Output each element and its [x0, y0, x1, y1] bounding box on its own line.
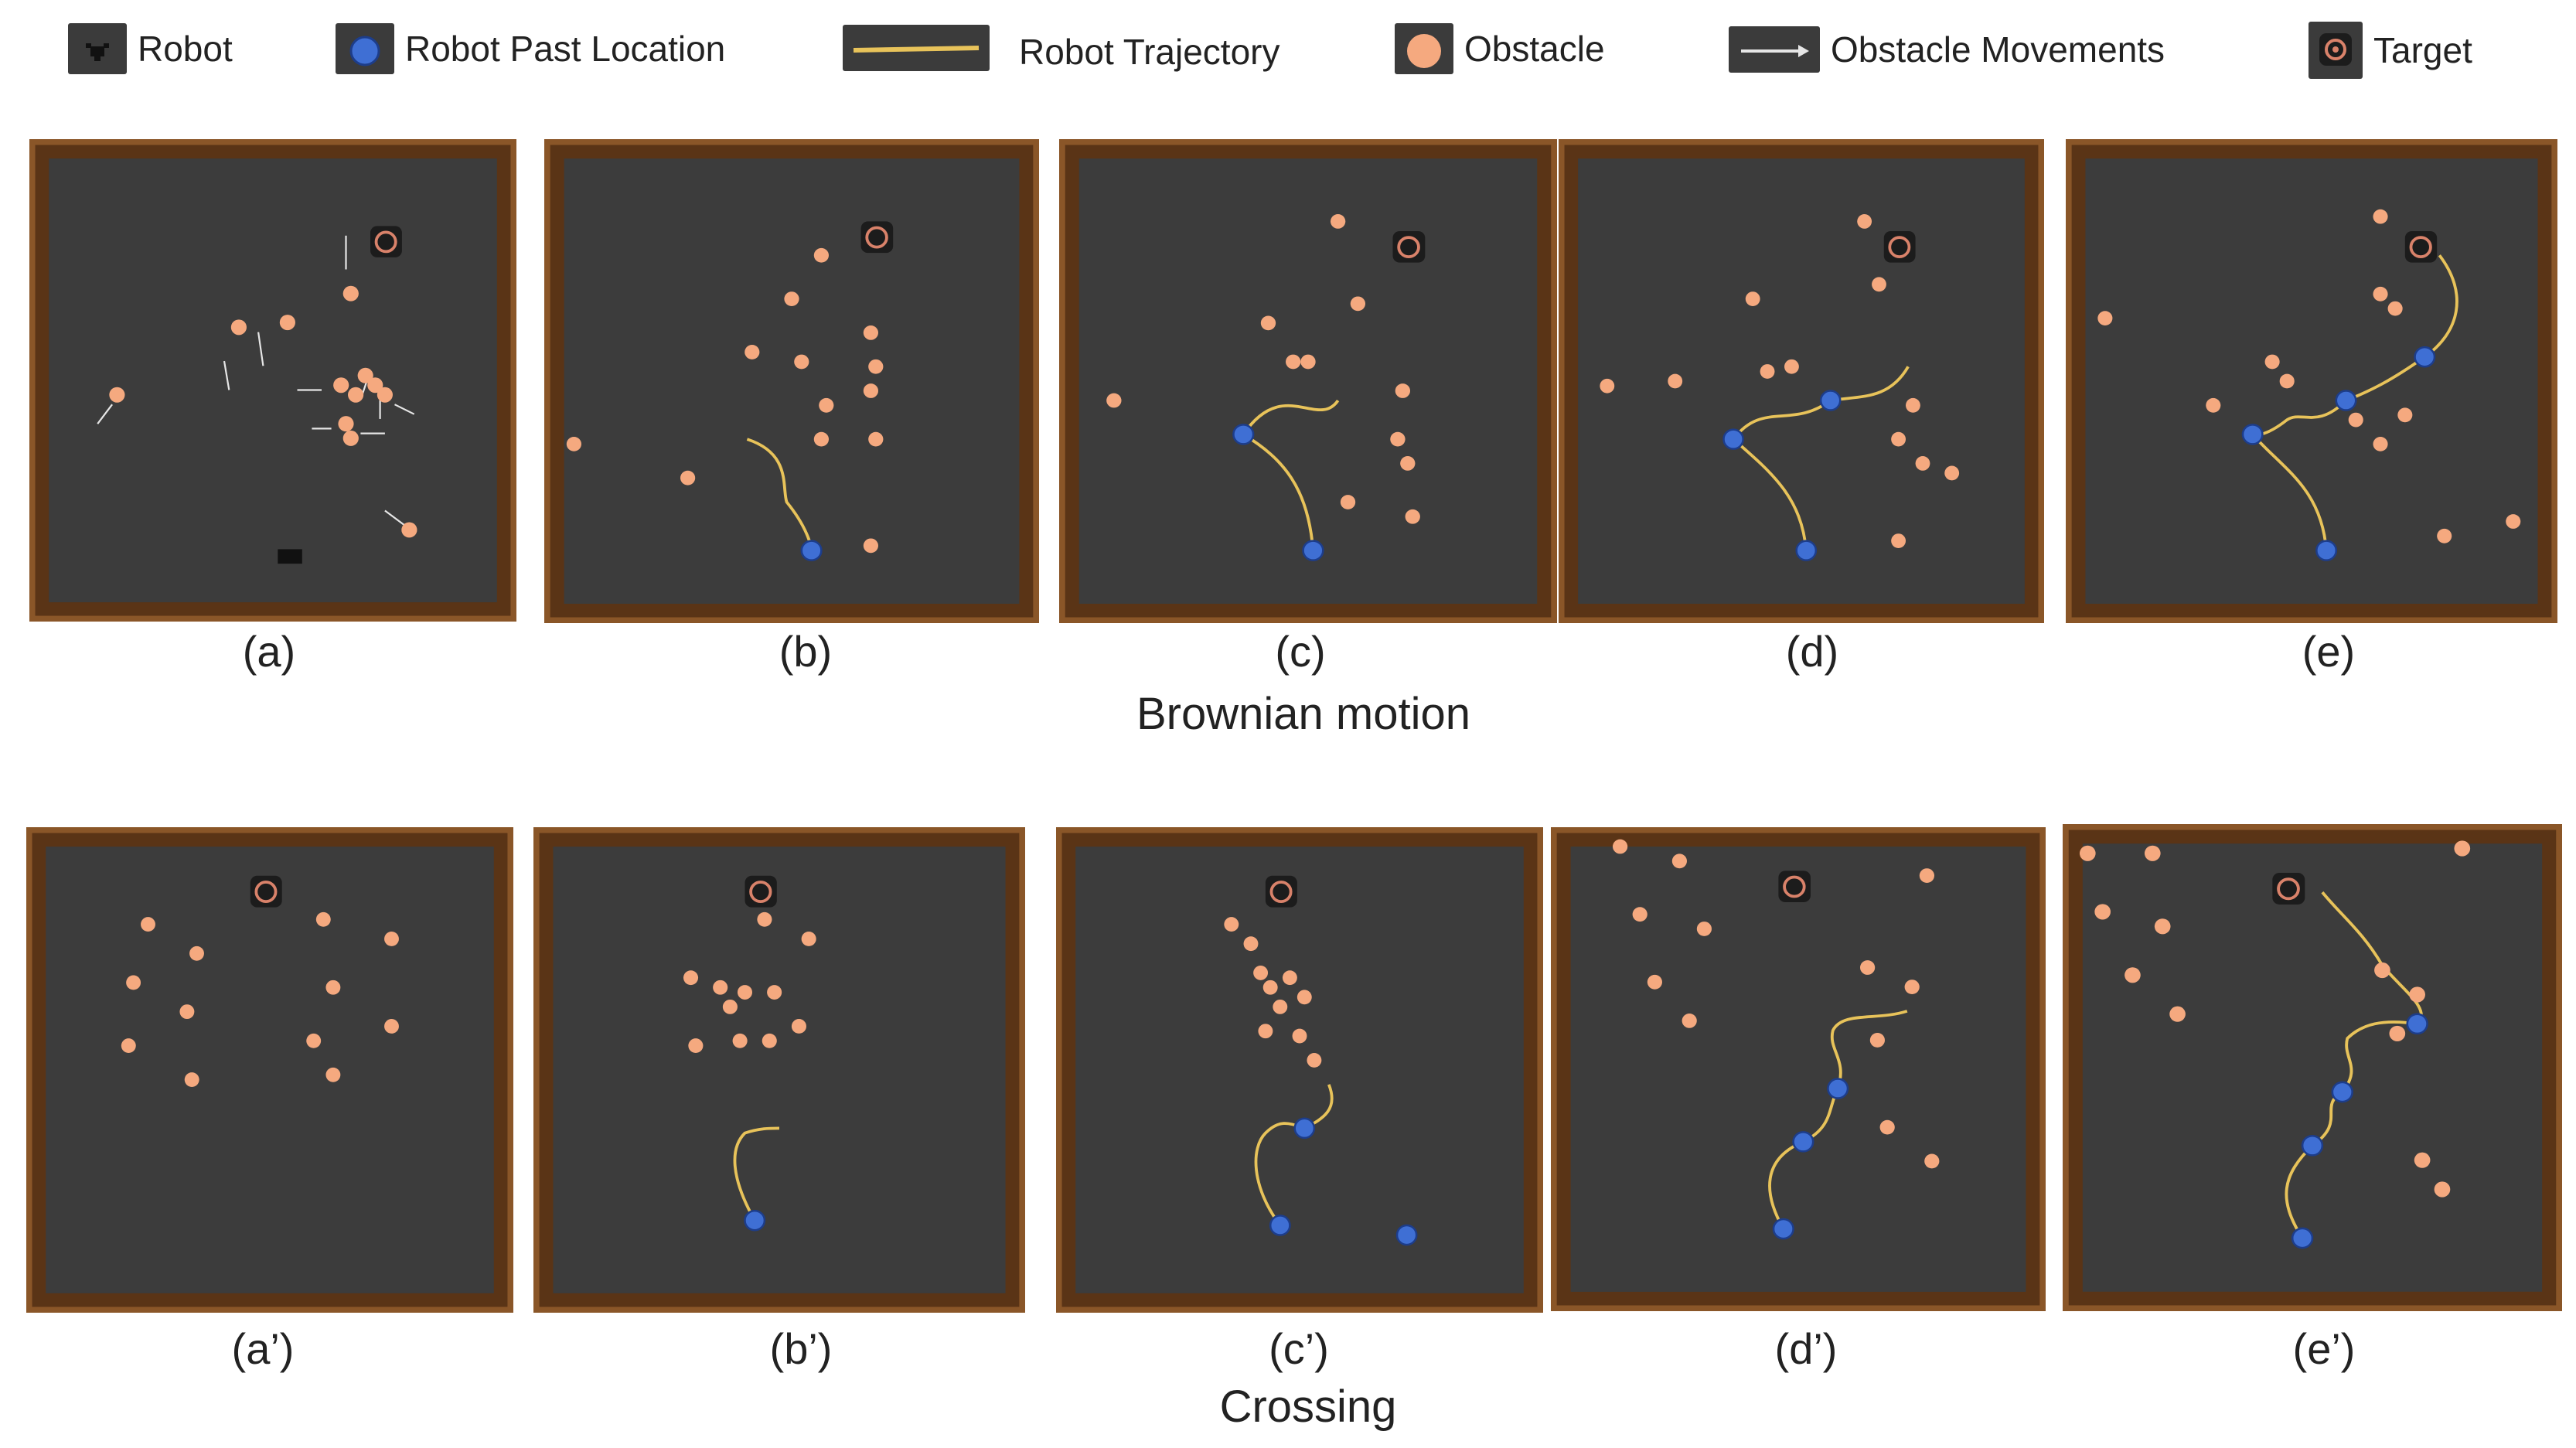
legend-movements: Obstacle Movements: [1729, 26, 2165, 73]
legend-past-location-label: Robot Past Location: [405, 29, 726, 69]
row-title-brownian: Brownian motion: [1136, 689, 1470, 739]
panel-b: [544, 139, 1039, 623]
caption-b-prime: (b’): [769, 1324, 833, 1373]
caption-e-prime: (e’): [2292, 1324, 2356, 1373]
panel-c-prime: [1056, 827, 1543, 1313]
legend-movements-label: Obstacle Movements: [1831, 29, 2165, 70]
panel-d: [1559, 139, 2044, 623]
caption-c: (c): [1275, 627, 1326, 676]
obstacle-icon: [1395, 23, 1453, 74]
legend-target: Target: [2309, 22, 2472, 79]
legend-robot: Robot: [68, 23, 233, 74]
arrow-icon: [1729, 26, 1820, 73]
panel-c: [1059, 139, 1557, 623]
caption-d: (d): [1785, 627, 1839, 676]
past-location-icon: [336, 23, 394, 74]
caption-a: (a): [242, 627, 296, 676]
caption-b: (b): [779, 627, 833, 676]
legend-trajectory: Robot Trajectory: [843, 23, 1279, 73]
legend-past-location: Robot Past Location: [336, 23, 725, 74]
robot-icon: [68, 23, 127, 74]
caption-e: (e): [2302, 627, 2356, 676]
caption-a-prime: (a’): [231, 1324, 295, 1373]
panel-a: [29, 139, 516, 622]
legend-obstacle: Obstacle: [1395, 23, 1605, 74]
caption-d-prime: (d’): [1774, 1324, 1838, 1373]
legend-trajectory-label: Robot Trajectory: [1019, 32, 1280, 72]
row-title-crossing: Crossing: [1219, 1382, 1397, 1432]
trajectory-icon: [843, 25, 990, 71]
panel-a-prime: [26, 827, 513, 1313]
panel-b-prime: [533, 827, 1025, 1313]
legend-obstacle-label: Obstacle: [1464, 29, 1605, 69]
target-icon: [2309, 22, 2363, 79]
caption-c-prime: (c’): [1269, 1324, 1329, 1373]
legend-robot-label: Robot: [138, 29, 233, 69]
legend-target-label: Target: [2373, 30, 2472, 70]
panel-e: [2066, 139, 2557, 623]
panel-e-prime: [2063, 824, 2562, 1311]
panel-d-prime: [1551, 827, 2046, 1311]
